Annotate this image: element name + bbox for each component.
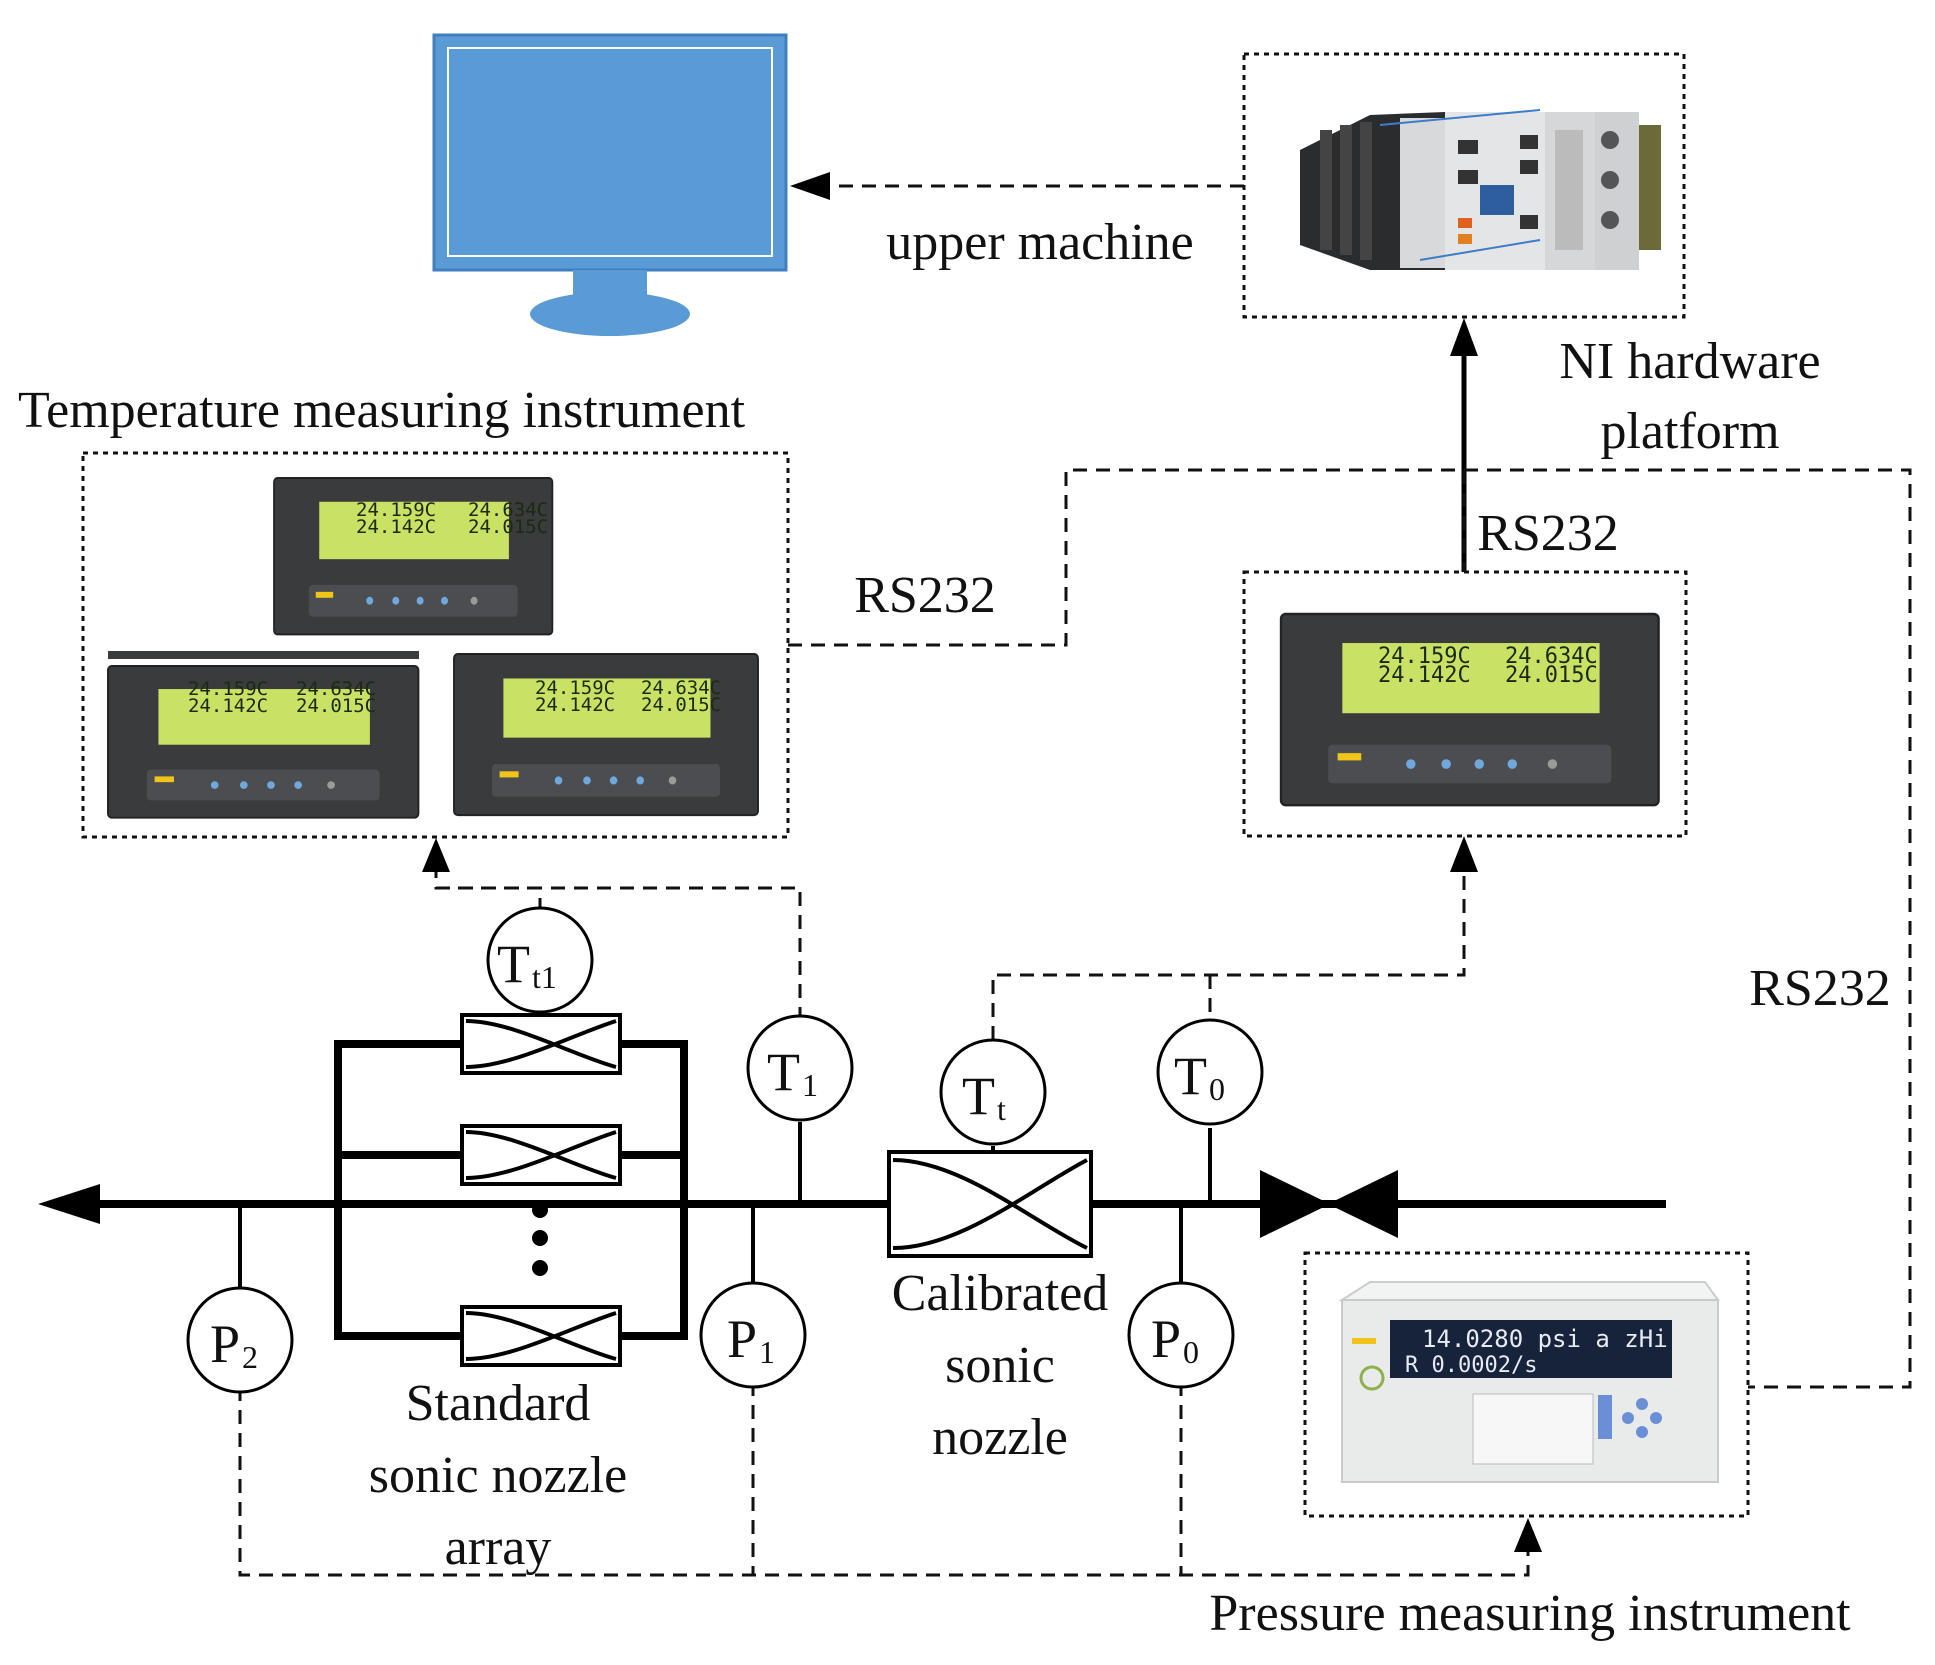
standard-nozzle-1	[460, 1013, 622, 1075]
rs232-label-left: RS232	[854, 567, 996, 624]
calibrated-nozzle	[887, 1150, 1093, 1258]
pressure-instrument-label: Pressure measuring instrument	[1209, 1585, 1851, 1642]
sensor-tt: T t	[939, 1038, 1047, 1146]
temperature-instrument-box	[81, 451, 790, 839]
lcd-top-r1l: 24.159C	[356, 499, 436, 521]
lcd-left-r2l: 24.142C	[188, 695, 268, 717]
thermometer-readout-center	[1279, 612, 1660, 807]
svg-text:T: T	[767, 1042, 800, 1102]
lcd-center-r2l: 24.142C	[1378, 663, 1471, 688]
standard-array-label-1: Standard	[406, 1375, 591, 1432]
standard-array-label-2: sonic nozzle	[369, 1447, 627, 1504]
t1-link	[436, 886, 802, 1015]
monitor-icon	[432, 33, 788, 336]
lcd-left-r2r: 24.015C	[296, 695, 376, 717]
lcd-center-r2r: 24.015C	[1505, 663, 1598, 688]
ni-hardware-icon	[1300, 109, 1661, 270]
manifold-frame	[334, 1040, 688, 1340]
thermometer-edge	[108, 651, 419, 659]
ni-platform-label-2: platform	[1600, 403, 1779, 460]
ellipsis-dot-3	[532, 1260, 548, 1276]
rs232-label-right: RS232	[1749, 960, 1891, 1017]
upper-machine-label: upper machine	[886, 214, 1194, 271]
arrowhead-to-center	[1450, 836, 1478, 872]
pressure-readout-line1: 14.0280 psi a zHi	[1422, 1325, 1668, 1353]
svg-text:t: t	[997, 1091, 1006, 1127]
standard-array-label-3: array	[445, 1519, 552, 1576]
svg-text:T: T	[497, 934, 530, 994]
ellipsis-dot-2	[532, 1230, 548, 1246]
svg-text:t1: t1	[532, 959, 557, 995]
valve-icon	[1260, 1170, 1398, 1238]
lcd-center-r1r: 24.634C	[1505, 644, 1598, 669]
svg-text:P: P	[727, 1309, 757, 1369]
lcd-right-r1l: 24.159C	[535, 677, 615, 699]
sensor-t1: T 1	[746, 1014, 854, 1122]
standard-nozzle-2	[460, 1124, 622, 1186]
calibrated-label-1: Calibrated	[892, 1265, 1109, 1322]
svg-text:T: T	[962, 1066, 995, 1126]
ellipsis-dot-1	[532, 1202, 548, 1218]
sensor-p0: P 0	[1127, 1281, 1235, 1389]
tt-link	[991, 870, 1466, 1040]
lcd-center-r1l: 24.159C	[1378, 644, 1471, 669]
sensor-p2: P 2	[186, 1286, 294, 1394]
svg-text:1: 1	[759, 1334, 775, 1370]
svg-text:1: 1	[802, 1067, 818, 1103]
calibrated-label-3: nozzle	[932, 1409, 1068, 1466]
svg-text:0: 0	[1209, 1071, 1225, 1107]
sensor-tt1: T t1	[486, 906, 594, 1014]
lcd-left-r1l: 24.159C	[188, 678, 268, 700]
sensor-t0: T 0	[1156, 1018, 1264, 1126]
temperature-instrument-label: Temperature measuring instrument	[18, 382, 746, 439]
lcd-right-r2r: 24.015C	[641, 694, 721, 716]
rs232-label-center: RS232	[1477, 505, 1619, 562]
flow-direction-arrow	[38, 1184, 100, 1224]
lcd-left-r1r: 24.634C	[296, 678, 376, 700]
pressure-readout-line2: R 0.0002/s	[1405, 1353, 1537, 1378]
sensor-p1: P 1	[699, 1281, 807, 1389]
svg-text:T: T	[1174, 1046, 1207, 1106]
pressure-instrument-box	[1303, 1251, 1750, 1518]
pressure-instrument-icon	[1338, 1281, 1720, 1483]
arrowhead-to-pc	[790, 172, 830, 200]
standard-nozzle-n	[460, 1305, 622, 1367]
center-instrument-box	[1242, 570, 1688, 838]
svg-text:P: P	[210, 1314, 240, 1374]
rs232-link-loop	[788, 468, 1912, 1389]
arrowhead-to-pressure	[1514, 1518, 1542, 1552]
lcd-top-r1r: 24.634C	[468, 499, 548, 521]
lcd-right-r2l: 24.142C	[535, 694, 615, 716]
lcd-top-r2l: 24.142C	[356, 516, 436, 538]
svg-text:2: 2	[242, 1339, 258, 1375]
lcd-top-r2r: 24.015C	[468, 516, 548, 538]
calibrated-label-2: sonic	[945, 1337, 1055, 1394]
arrowhead-to-temperature	[422, 838, 450, 872]
arrowhead-to-ni	[1450, 318, 1478, 356]
lcd-right-r1r: 24.634C	[641, 677, 721, 699]
ni-platform-label-1: NI hardware	[1559, 333, 1820, 390]
p2-link	[238, 1387, 1530, 1577]
svg-text:0: 0	[1183, 1334, 1199, 1370]
svg-text:P: P	[1151, 1309, 1181, 1369]
